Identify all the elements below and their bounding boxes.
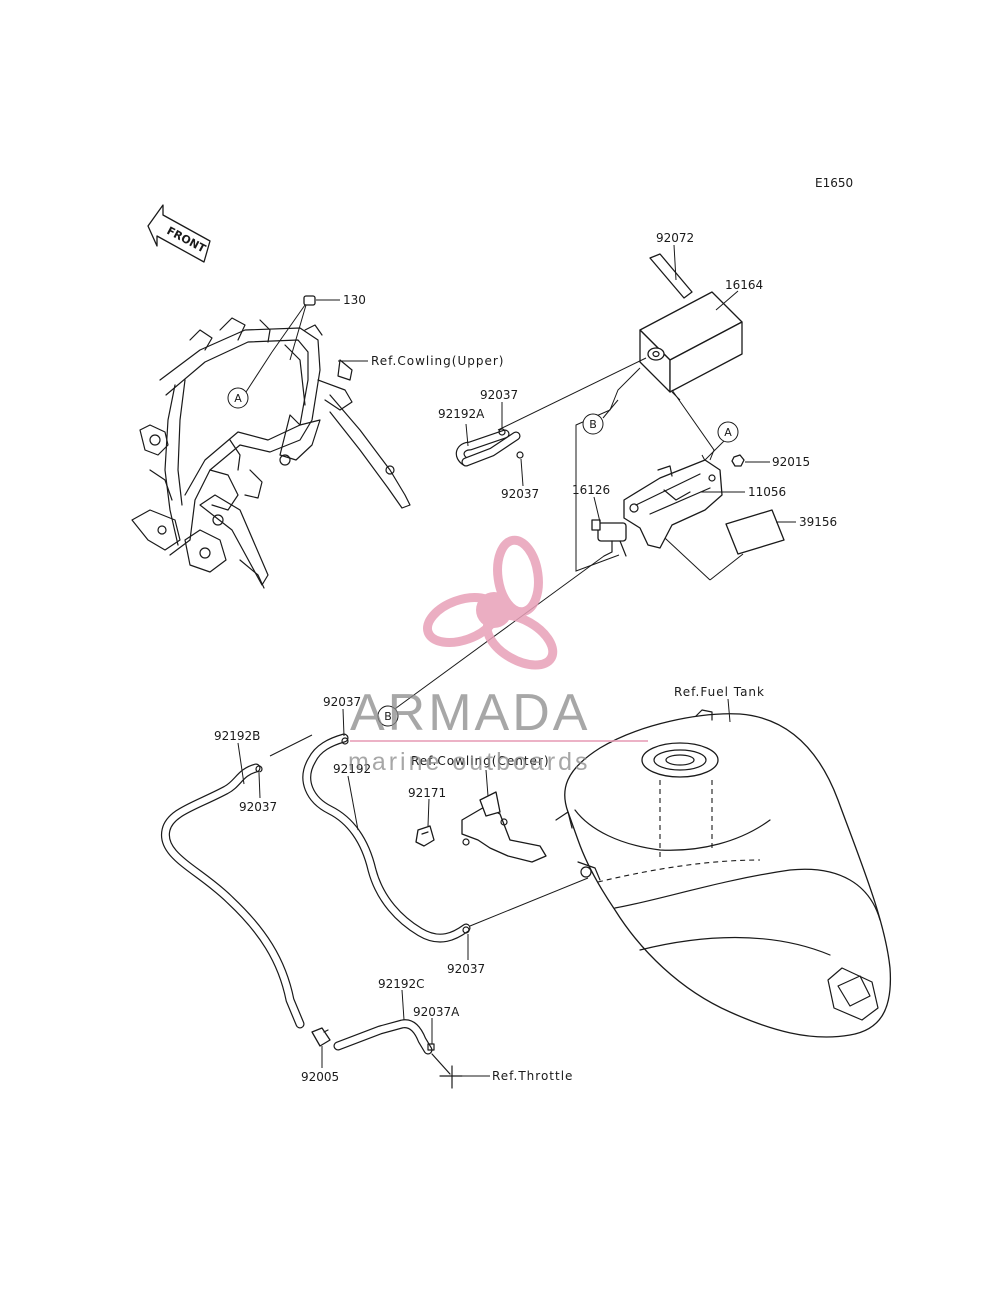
- watermark-title: ARMADA: [350, 684, 590, 742]
- callout-b-upper: [582, 413, 604, 435]
- label-92192B: 92192B: [214, 729, 260, 743]
- label-92171: 92171: [408, 786, 446, 800]
- callout-a-frame-text: A: [234, 392, 242, 405]
- part-39156-label: [725, 509, 785, 555]
- fuel-tank: [555, 709, 892, 1038]
- frame-assembly: [131, 317, 411, 589]
- label-39156: 39156: [799, 515, 837, 529]
- label-92192: 92192: [333, 762, 371, 776]
- callout-b-lower: [377, 705, 399, 727]
- label-92037A: 92037A: [413, 1005, 460, 1019]
- watermark-logo: [422, 535, 558, 670]
- clip-92037-mid: [516, 451, 524, 459]
- callout-a-bracket-text: A: [724, 426, 732, 439]
- label-11056: 11056: [748, 485, 786, 499]
- callout-a-frame: [227, 387, 249, 409]
- diagram-code: E1650: [815, 176, 853, 190]
- callout-b-lower-text: B: [384, 710, 392, 723]
- part-92005-joint: [311, 1027, 331, 1047]
- label-92005: 92005: [301, 1070, 339, 1084]
- watermark-subtitle: marine outboards: [348, 748, 591, 776]
- callout-b-upper-text: B: [589, 418, 597, 431]
- clip-92037A: [427, 1043, 435, 1051]
- label-92037-top: 92037: [480, 388, 518, 402]
- label-130: 130: [343, 293, 366, 307]
- callout-a-bracket: [717, 421, 739, 443]
- clip-92037-top: [498, 428, 506, 436]
- label-92192A: 92192A: [438, 407, 485, 421]
- clip-92037-bottom: [462, 926, 470, 934]
- label-16164: 16164: [725, 278, 763, 292]
- part-92171-clip: [415, 825, 435, 847]
- part-92192A-hose: [455, 429, 521, 467]
- label-92072: 92072: [656, 231, 694, 245]
- label-92037-left-top: 92037: [323, 695, 361, 709]
- cowling-center-bracket: [461, 791, 547, 863]
- label-92192C: 92192C: [378, 977, 425, 991]
- label-16126: 16126: [572, 483, 610, 497]
- part-11056-bracket: [623, 459, 723, 549]
- label-ref-cowling-upper: Ref.Cowling(Upper): [371, 354, 504, 368]
- label-92037-left: 92037: [239, 800, 277, 814]
- part-130-nut: [271, 295, 340, 361]
- part-16164-canister: [639, 291, 743, 393]
- part-92192B-hose: [160, 763, 305, 1029]
- throttle-fitting: [431, 1053, 463, 1089]
- clip-92037-left: [255, 765, 263, 773]
- part-92192-hose: [302, 733, 471, 943]
- label-92015: 92015: [772, 455, 810, 469]
- part-92015-nut: [731, 454, 745, 467]
- label-ref-fuel-tank: Ref.Fuel Tank: [674, 685, 765, 699]
- part-92192C-hose: [333, 1019, 433, 1055]
- label-92037-mid: 92037: [501, 487, 539, 501]
- label-92037-bottom: 92037: [447, 962, 485, 976]
- part-16126-valve: [591, 519, 627, 557]
- label-ref-throttle: Ref.Throttle: [492, 1069, 573, 1083]
- clip-92037-left-top: [341, 737, 349, 745]
- label-ref-cowling-center: Ref.Cowling(Center): [411, 754, 550, 768]
- part-92072-strap: [649, 253, 693, 299]
- front-arrow-icon: FRONT: [147, 204, 211, 263]
